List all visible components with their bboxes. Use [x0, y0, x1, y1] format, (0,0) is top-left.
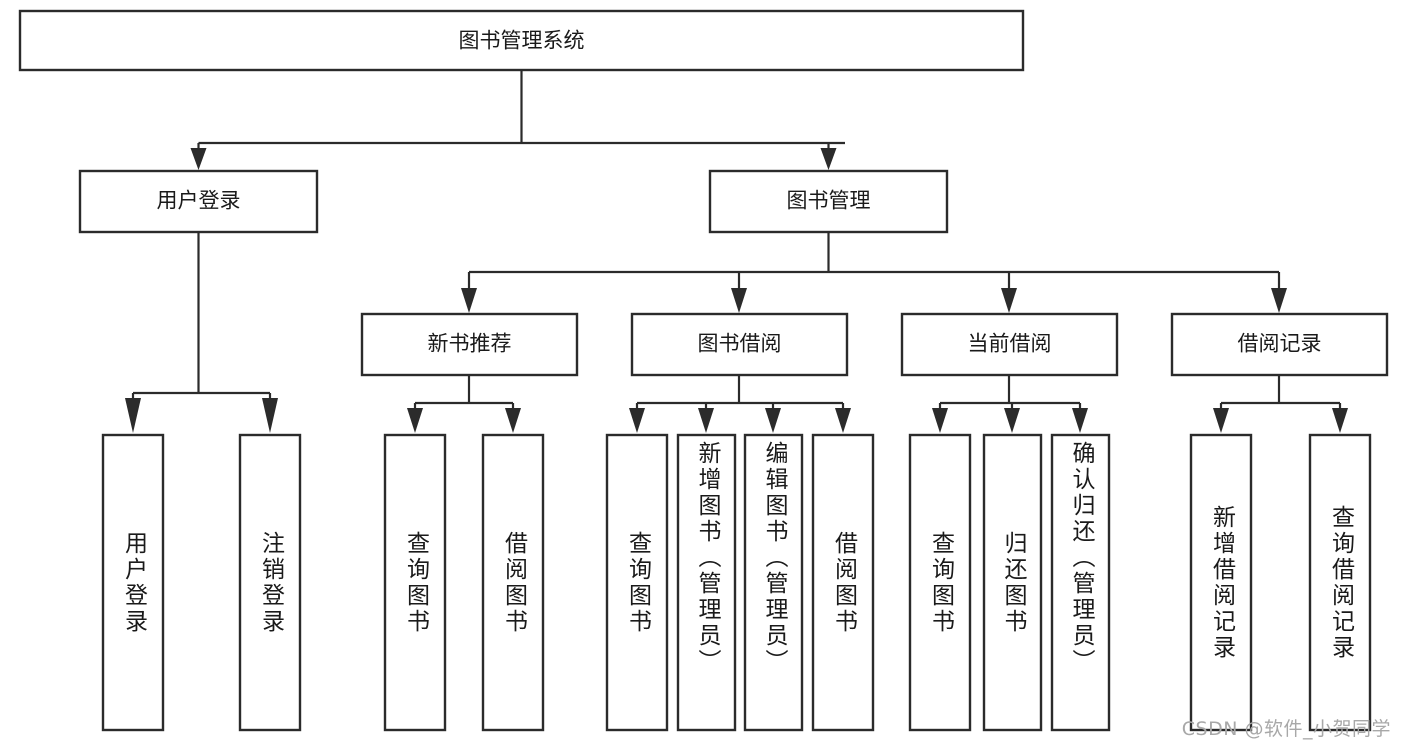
arrowhead-leaf-confirm-return: [1072, 408, 1088, 433]
node-leaf-logout[interactable]: [238, 433, 302, 732]
node-root[interactable]: [18, 9, 1025, 72]
node-borrow-record[interactable]: [1170, 312, 1389, 377]
arrowhead-new-book-recommend: [461, 288, 477, 313]
arrowhead-leaf-borrow-book-rec: [505, 408, 521, 433]
arrowhead-leaf-add-record: [1213, 408, 1229, 433]
arrowhead-leaf-query-record: [1332, 408, 1348, 433]
node-group: 图书管理系统 用户登录 图书管理 新书推荐 图书借阅 当前借阅 借阅记录: [18, 9, 1389, 732]
node-leaf-add-book[interactable]: [676, 433, 737, 732]
node-leaf-query-book-borrow[interactable]: [605, 433, 669, 732]
node-book-manage[interactable]: [708, 169, 949, 234]
node-leaf-user-login[interactable]: [101, 433, 165, 732]
arrowhead-leaf-user-login: [125, 398, 141, 433]
arrowhead-leaf-query-book-cur: [932, 408, 948, 433]
arrowhead-leaf-logout: [262, 398, 278, 433]
arrowhead-leaf-return-book: [1004, 408, 1020, 433]
arrowhead-leaf-add-book: [698, 408, 714, 433]
node-leaf-add-record[interactable]: [1189, 433, 1253, 732]
node-book-borrow-label: 图书借阅: [698, 332, 782, 356]
node-leaf-return-book[interactable]: [982, 433, 1043, 732]
node-leaf-query-book-rec[interactable]: [383, 433, 447, 732]
node-new-book-recommend[interactable]: [360, 312, 579, 377]
arrowhead-leaf-edit-book: [765, 408, 781, 433]
arrowhead-userlogin: [190, 148, 207, 170]
node-leaf-query-book-cur[interactable]: [908, 433, 972, 732]
connector-group: [125, 70, 1348, 433]
node-borrow-record-label: 借阅记录: [1238, 332, 1322, 356]
arrowhead-book-borrow: [731, 288, 747, 313]
node-current-borrow[interactable]: [900, 312, 1119, 377]
arrowhead-leaf-query-book-rec: [407, 408, 423, 433]
node-book-manage-label: 图书管理: [787, 189, 871, 213]
node-book-borrow[interactable]: [630, 312, 849, 377]
node-current-borrow-label: 当前借阅: [968, 332, 1052, 356]
node-user-login[interactable]: [78, 169, 319, 234]
arrowhead-current-borrow: [1001, 288, 1017, 313]
node-leaf-query-record[interactable]: [1308, 433, 1372, 732]
arrowhead-bookmanage: [820, 148, 837, 170]
arrowhead-borrow-record: [1271, 288, 1287, 313]
node-root-label: 图书管理系统: [459, 29, 585, 53]
arrowhead-leaf-borrow-book: [835, 408, 851, 433]
node-leaf-edit-book[interactable]: [743, 433, 804, 732]
node-leaf-borrow-book-rec[interactable]: [481, 433, 545, 732]
arrowhead-leaf-query-book-borrow: [629, 408, 645, 433]
node-leaf-confirm-return[interactable]: [1050, 433, 1111, 732]
node-user-login-label: 用户登录: [157, 189, 241, 213]
node-leaf-borrow-book[interactable]: [811, 433, 875, 732]
node-new-book-recommend-label: 新书推荐: [428, 332, 512, 356]
